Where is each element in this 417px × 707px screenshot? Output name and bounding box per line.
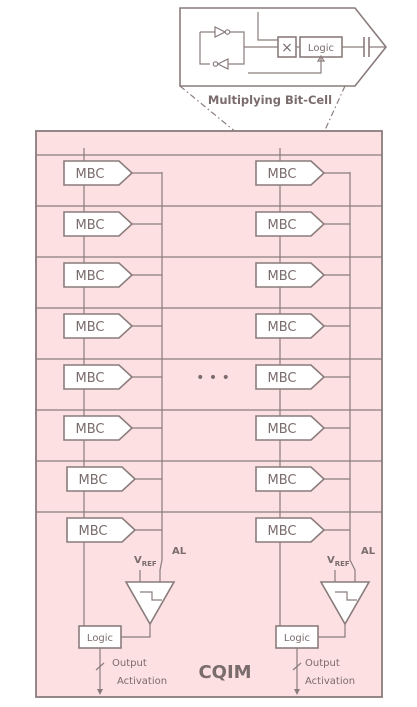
mbc-cell: MBC	[63, 364, 162, 390]
mbc-box	[63, 262, 134, 288]
mbc-label: MBC	[76, 371, 105, 386]
mbc-label: MBC	[268, 320, 297, 335]
mbc-box	[63, 313, 134, 339]
mbc-cell: MBC	[255, 211, 350, 237]
bus-slash-icon	[292, 662, 302, 671]
inverter-forward-icon	[214, 26, 227, 38]
mbc-label: MBC	[76, 269, 105, 284]
comparator-icon	[319, 581, 371, 626]
mbc-label: MBC	[76, 167, 105, 182]
output-label-2b: Activation	[305, 676, 355, 687]
output-label-1a: Output	[112, 658, 147, 669]
mbc-cell: MBC	[255, 364, 350, 390]
mbc-box	[255, 415, 326, 441]
logic-label-2: Logic	[284, 633, 310, 644]
output-label-1b: Activation	[117, 676, 167, 687]
output-arrow-icon	[294, 689, 300, 695]
logic-label-1: Logic	[87, 633, 113, 644]
zoom-line-right	[314, 85, 346, 153]
mbc-cell: MBC	[66, 517, 162, 543]
mbc-box	[255, 364, 326, 390]
mbc-cell: MBC	[63, 313, 162, 339]
ellipsis: • • •	[196, 370, 230, 386]
array-wiring	[36, 148, 382, 626]
column-2-periphery: VREF AL Logic Output Activation	[275, 546, 376, 687]
mbc-cells: MBC MBC MBC MBC MBC MBC MBC MBC MBC MBC MBC MBC MBC M…	[63, 160, 350, 543]
mbc-cell: MBC	[63, 211, 162, 237]
bus-slash-icon	[95, 662, 105, 671]
mbc-cell: MBC	[66, 466, 162, 492]
mbc-label: MBC	[79, 524, 108, 539]
column-periphery: VREF AL Logic Output Activation VREF AL …	[78, 545, 376, 695]
multiply-symbol: ×	[281, 40, 293, 56]
mbc-label: MBC	[268, 524, 297, 539]
mbc-cell: MBC	[255, 313, 350, 339]
mbc-box	[66, 517, 137, 543]
mbc-cell: MBC	[255, 517, 350, 543]
mbc-label: MBC	[79, 473, 108, 488]
mbc-label: MBC	[268, 269, 297, 284]
output-arrow-icon	[97, 689, 103, 695]
vref-label-2: VREF	[327, 555, 350, 568]
mbc-cell: MBC	[63, 415, 162, 441]
al-wire	[159, 545, 163, 582]
al-wire	[349, 545, 356, 582]
comparator-symbol	[335, 591, 357, 601]
mbc-label: MBC	[76, 422, 105, 437]
mbc-cell: MBC	[63, 262, 162, 288]
mbc-cell: MBC	[255, 160, 350, 186]
mbc-label: MBC	[76, 320, 105, 335]
mbc-cell: MBC	[255, 415, 350, 441]
comparator-symbol	[140, 591, 162, 601]
mbc-box	[66, 466, 137, 492]
al-label-2: AL	[361, 546, 376, 557]
mbc-box	[255, 466, 326, 492]
mbc-box	[255, 262, 326, 288]
mbc-label: MBC	[268, 422, 297, 437]
column-1-periphery: VREF AL Logic Output Activation	[78, 546, 187, 687]
comparator-to-logic-wire	[121, 624, 151, 638]
mbc-label: MBC	[268, 473, 297, 488]
mbc-cell: MBC	[255, 262, 350, 288]
mbc-box	[255, 313, 326, 339]
inverter-backward-icon	[216, 58, 229, 70]
inset-logic-label: Logic	[308, 43, 334, 54]
mbc-box	[255, 160, 326, 186]
mbc-box	[63, 211, 134, 237]
inset-caption: Multiplying Bit-Cell	[208, 93, 332, 107]
mbc-box	[255, 211, 326, 237]
mbc-label: MBC	[268, 371, 297, 386]
bit-cell-inset: × Logic Multiplying Bit-Cell	[179, 7, 388, 107]
comparator-to-logic-wire	[318, 624, 346, 638]
mbc-box	[63, 160, 134, 186]
mbc-label: MBC	[268, 218, 297, 233]
mbc-box	[63, 415, 134, 441]
mbc-label: MBC	[76, 218, 105, 233]
mbc-box	[255, 517, 326, 543]
al-label-1: AL	[172, 546, 187, 557]
vref-label-1: VREF	[134, 555, 157, 568]
cqim-title: CQIM	[198, 662, 251, 683]
comparator-icon	[124, 581, 176, 626]
mbc-cell: MBC	[255, 466, 350, 492]
mbc-label: MBC	[268, 167, 297, 182]
mbc-cell: MBC	[63, 160, 162, 186]
mbc-box	[63, 364, 134, 390]
output-label-2a: Output	[305, 658, 340, 669]
